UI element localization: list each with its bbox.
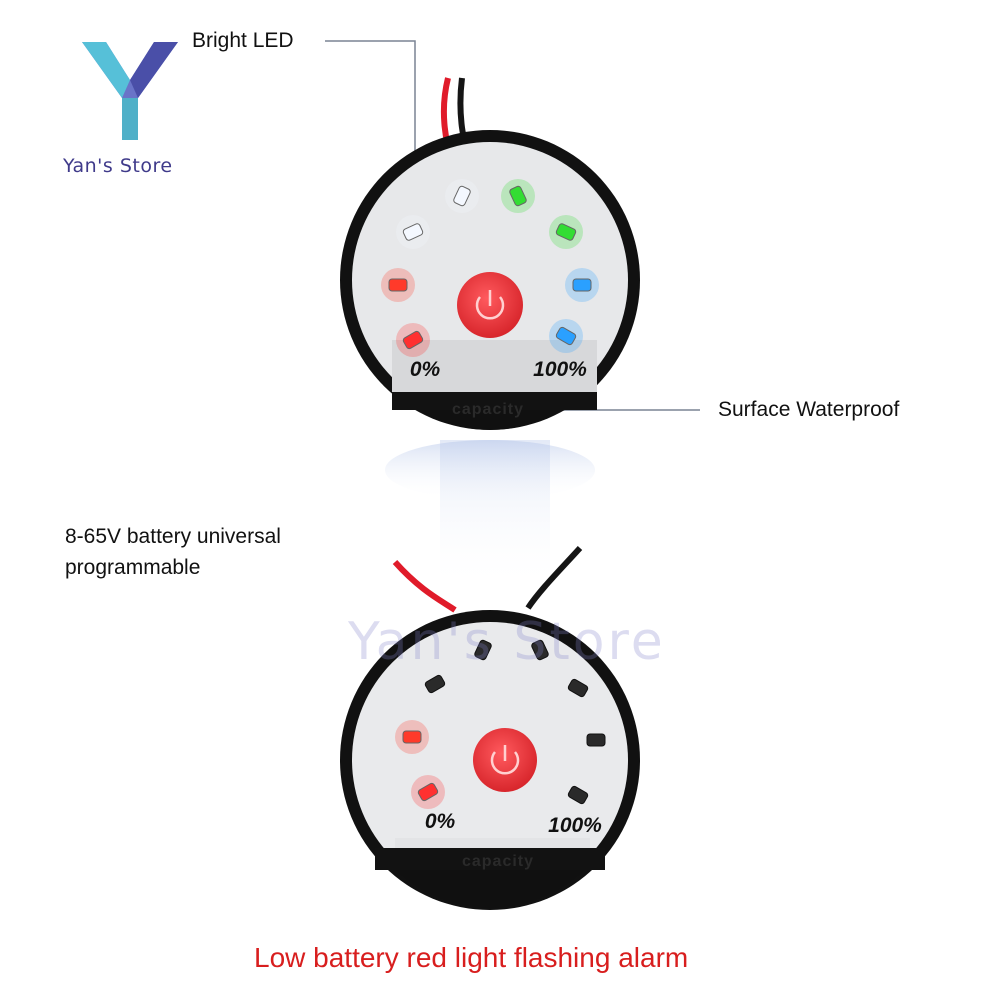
- caption-low-battery-alarm: Low battery red light flashing alarm: [254, 942, 689, 973]
- led-indicator: [586, 733, 606, 747]
- black-wire: [525, 545, 583, 610]
- callout-bright-led: Bright LED: [192, 29, 294, 52]
- brand-name: Yan's Store: [63, 155, 173, 177]
- reflection: [385, 440, 595, 590]
- led-indicator: [424, 674, 446, 694]
- led-indicator: [402, 330, 424, 350]
- meter-top-capacity-label: capacity: [452, 401, 524, 418]
- led-indicator: [402, 730, 422, 744]
- meter-top-leds: [381, 179, 599, 357]
- led-indicator: [567, 678, 589, 698]
- led-indicator: [453, 185, 471, 207]
- meter-top-scale-min: 0%: [410, 358, 441, 381]
- led-indicator: [402, 223, 424, 241]
- watermark: Yan's Store: [348, 612, 666, 672]
- led-indicator: [531, 639, 549, 661]
- meter-top: capacity 0% 100%: [340, 77, 640, 430]
- led-indicator: [509, 185, 527, 207]
- brand-logo-icon: [82, 42, 178, 140]
- led-indicator: [555, 326, 577, 346]
- meter-bottom-capacity-label: capacity: [462, 853, 534, 870]
- callout-surface-waterproof: Surface Waterproof: [718, 398, 900, 421]
- led-indicator: [567, 785, 589, 805]
- led-indicator: [555, 223, 577, 241]
- callout-battery-universal-line2: programmable: [65, 556, 201, 579]
- meter-bottom-scale-max: 100%: [548, 814, 602, 837]
- callout-battery-universal-line1: 8-65V battery universal: [65, 525, 281, 548]
- meter-bottom-power-icon: [490, 745, 520, 775]
- led-indicator: [572, 278, 592, 292]
- meter-bottom-leds: [395, 639, 606, 809]
- meter-top-scale-max: 100%: [533, 358, 587, 381]
- led-indicator: [474, 639, 492, 661]
- meter-bottom-scale-min: 0%: [425, 810, 456, 833]
- led-indicator: [388, 278, 408, 292]
- led-indicator: [417, 782, 439, 802]
- meter-bottom: capacity 0% 100%: [340, 545, 640, 910]
- red-wire: [392, 560, 457, 613]
- brand-logo: Yan's Store: [55, 35, 205, 185]
- meter-top-power-icon: [475, 290, 505, 320]
